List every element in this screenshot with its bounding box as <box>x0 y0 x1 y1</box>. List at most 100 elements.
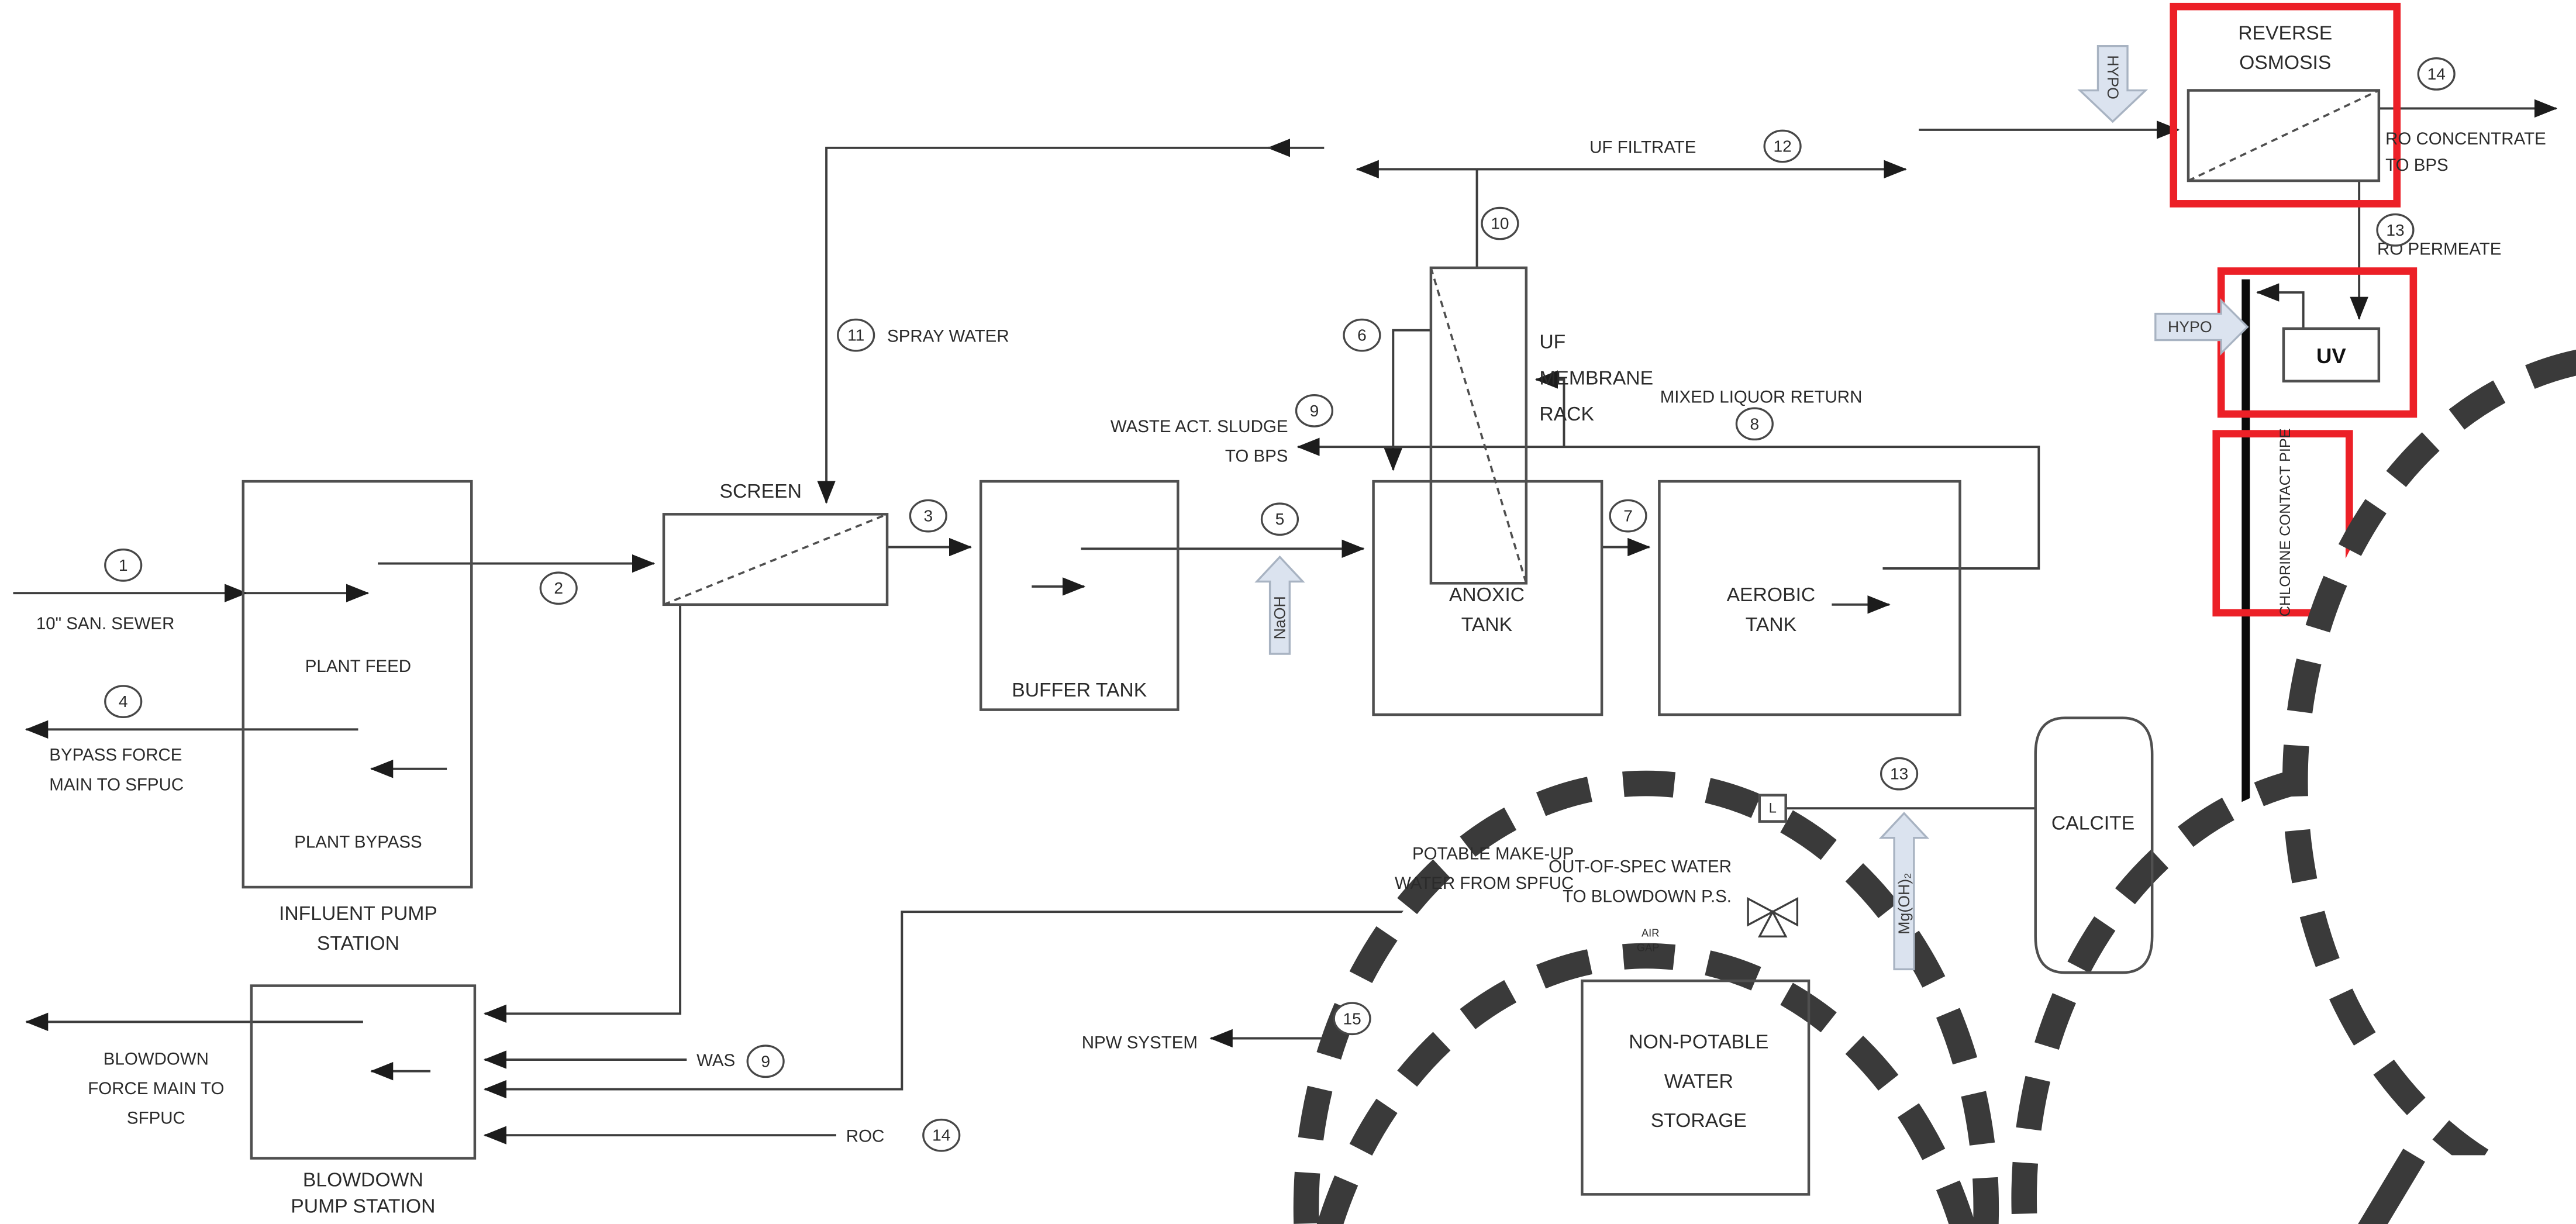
svg-text:2: 2 <box>554 579 563 597</box>
anoxic-tank-label-2: TANK <box>1461 613 1513 636</box>
npw-system-label: NPW SYSTEM <box>1082 1033 1198 1052</box>
screen-label: SCREEN <box>719 480 801 502</box>
svg-text:9: 9 <box>761 1052 770 1070</box>
npw-storage-unit: NON-POTABLE WATER STORAGE <box>1581 979 1811 1196</box>
chlorine-highlight-box <box>2212 430 2353 617</box>
npw-label-3: STORAGE <box>1651 1109 1747 1132</box>
was-short-label: WAS <box>696 1051 735 1070</box>
blowdown-ps-label-2: PUMP STATION <box>291 1195 435 1217</box>
stream-labels: 10" SAN. SEWER BYPASS FORCE MAIN TO SFPU… <box>36 129 2546 1146</box>
ro-concentrate-label-1: RO CONCENTRATE <box>2385 129 2546 149</box>
stream-number-5: 5 <box>1260 502 1299 536</box>
hypo-uv-label: HYPO <box>2168 318 2212 336</box>
chlorine-contact-pipe-unit: CHLORINE CONTACT PIPE <box>2212 428 2353 617</box>
svg-text:14: 14 <box>932 1126 950 1144</box>
blowdown-ps-label-1: BLOWDOWN <box>303 1168 423 1191</box>
mgoh2-label: Mg(OH)₂ <box>1895 873 1913 935</box>
svg-text:8: 8 <box>1750 415 1760 433</box>
uv-highlight-box <box>2217 267 2418 418</box>
svg-text:1: 1 <box>119 556 128 574</box>
blowdown-fm-label-3: SFPUC <box>127 1109 185 1128</box>
stream-number-9: 9 <box>1295 394 1334 427</box>
anoxic-tank-label-1: ANOXIC <box>1449 584 1525 606</box>
aerobic-tank-unit: AEROBIC TANK <box>1658 480 1961 716</box>
plant-feed-label: PLANT FEED <box>305 657 411 676</box>
reverse-osmosis-unit: REVERSE OSMOSIS <box>2170 2 2401 208</box>
buffer-tank-unit: BUFFER TANK <box>979 480 2576 1224</box>
uv-label: UV <box>2316 344 2346 368</box>
calcite-unit: CALCITE <box>2034 716 2154 974</box>
potable-label-1: POTABLE MAKE-UP <box>1412 844 1574 863</box>
uf-rack-label-3: RACK <box>1539 403 1594 425</box>
npw-tank-box <box>1581 979 1811 1196</box>
stream-number-13: 13 <box>2376 213 2415 247</box>
svg-text:5: 5 <box>1275 510 1285 528</box>
hypo-uv-arrow-icon <box>2154 298 2249 356</box>
ro-label-1: REVERSE <box>2238 22 2332 44</box>
stream-number-10: 10 <box>1481 206 1519 240</box>
svg-text:10: 10 <box>1491 215 1509 233</box>
out-of-spec-line <box>483 911 1750 1099</box>
bypass-label-2: MAIN TO SFPUC <box>49 775 184 794</box>
out-of-spec-label-2: TO BLOWDOWN P.S. <box>1563 887 1732 906</box>
stream-number-14: 14 <box>2417 57 2456 91</box>
influent-ps-label-2: STATION <box>317 932 399 954</box>
buffer-tank-box <box>979 480 1180 711</box>
uf-rack-diagonal <box>1430 267 1527 584</box>
spray-water-line <box>817 146 1272 504</box>
stream-number-4: 4 <box>104 685 143 718</box>
svg-text:14: 14 <box>2427 65 2446 83</box>
uv-box <box>2282 327 2381 383</box>
uf-rack-label-2: MEMBRANE <box>1539 367 1653 389</box>
level-instrument-label: L <box>1769 801 1777 816</box>
air-gap-label-1: AIR <box>1642 926 1659 939</box>
was-label-1: WASTE ACT. SLUDGE <box>1111 417 1288 436</box>
influent-ps-label-1: INFLUENT PUMP <box>279 902 437 925</box>
svg-text:15: 15 <box>1343 1009 1361 1028</box>
level-instrument: L <box>1758 794 1787 823</box>
screen-unit: SCREEN <box>662 480 889 606</box>
ro-concentrate-label-2: TO BPS <box>2385 156 2449 175</box>
influent-pump-station: PLANT FEED PLANT BYPASS INFLUENT PUMP ST… <box>242 480 1987 1224</box>
uf-filtrate-label: UF FILTRATE <box>1589 137 1696 157</box>
uf-rack-label-1: UF <box>1539 331 1565 353</box>
blowdown-ps-box <box>250 984 477 1160</box>
svg-text:4: 4 <box>119 692 128 711</box>
stream-numbers: 1 2 3 4 5 6 7 8 9 9 10 11 12 13 13 14 14… <box>104 57 2456 1152</box>
ro-label-2: OSMOSIS <box>2239 51 2331 74</box>
anoxic-tank-unit: ANOXIC TANK <box>1372 480 1603 716</box>
was-label-2: TO BPS <box>1225 446 1288 466</box>
screen-box <box>662 513 889 606</box>
svg-text:3: 3 <box>923 507 933 525</box>
bypass-label-1: BYPASS FORCE <box>49 746 182 765</box>
chemical-arrows: HYPO HYPO NaOH Mg(OH)₂ <box>1254 44 2249 971</box>
svg-text:11: 11 <box>847 326 864 344</box>
screen-drain-line <box>483 604 682 1023</box>
screen-diagonal <box>663 513 888 606</box>
chlorine-contact-pipe-label: CHLORINE CONTACT PIPE <box>2277 428 2294 616</box>
stream-number-3: 3 <box>909 499 947 533</box>
aerobic-tank-label-1: AEROBIC <box>1727 584 1816 606</box>
uf-membrane-rack-unit: UF MEMBRANE RACK <box>1429 266 1653 585</box>
uf-rack-box <box>1429 266 1528 585</box>
out-of-spec-label-1: OUT-OF-SPEC WATER <box>1549 857 1732 877</box>
potable-label-2: WATER FROM SPFUC <box>1395 874 1574 893</box>
stream-number-12: 12 <box>1763 129 1802 163</box>
stream-number-11: 11 <box>837 318 875 352</box>
npw-label-1: NON-POTABLE <box>1629 1030 1768 1053</box>
san-sewer-label: 10" SAN. SEWER <box>36 614 175 633</box>
aerobic-tank-label-2: TANK <box>1746 613 1797 636</box>
buffer-tank-label: BUFFER TANK <box>1012 679 1147 701</box>
stream-number-1: 1 <box>104 549 143 582</box>
stream-number-6: 6 <box>1343 318 1381 352</box>
influent-pump-station-box <box>242 480 473 889</box>
stream-number-9-blowdown: 9 <box>746 1044 785 1078</box>
mixed-liquor-return-label: MIXED LIQUOR RETURN <box>1660 387 1863 406</box>
roc-short-label: ROC <box>846 1126 885 1146</box>
mixed-liquor-was-header-line <box>1296 437 2040 570</box>
stream-number-15: 15 <box>1333 1002 1371 1036</box>
ro-diagonal <box>2188 89 2380 182</box>
blowdown-fm-label-1: BLOWDOWN <box>104 1049 209 1068</box>
calcite-vessel <box>2034 716 2154 974</box>
air-gap-label-2: GAP <box>1637 942 1660 954</box>
